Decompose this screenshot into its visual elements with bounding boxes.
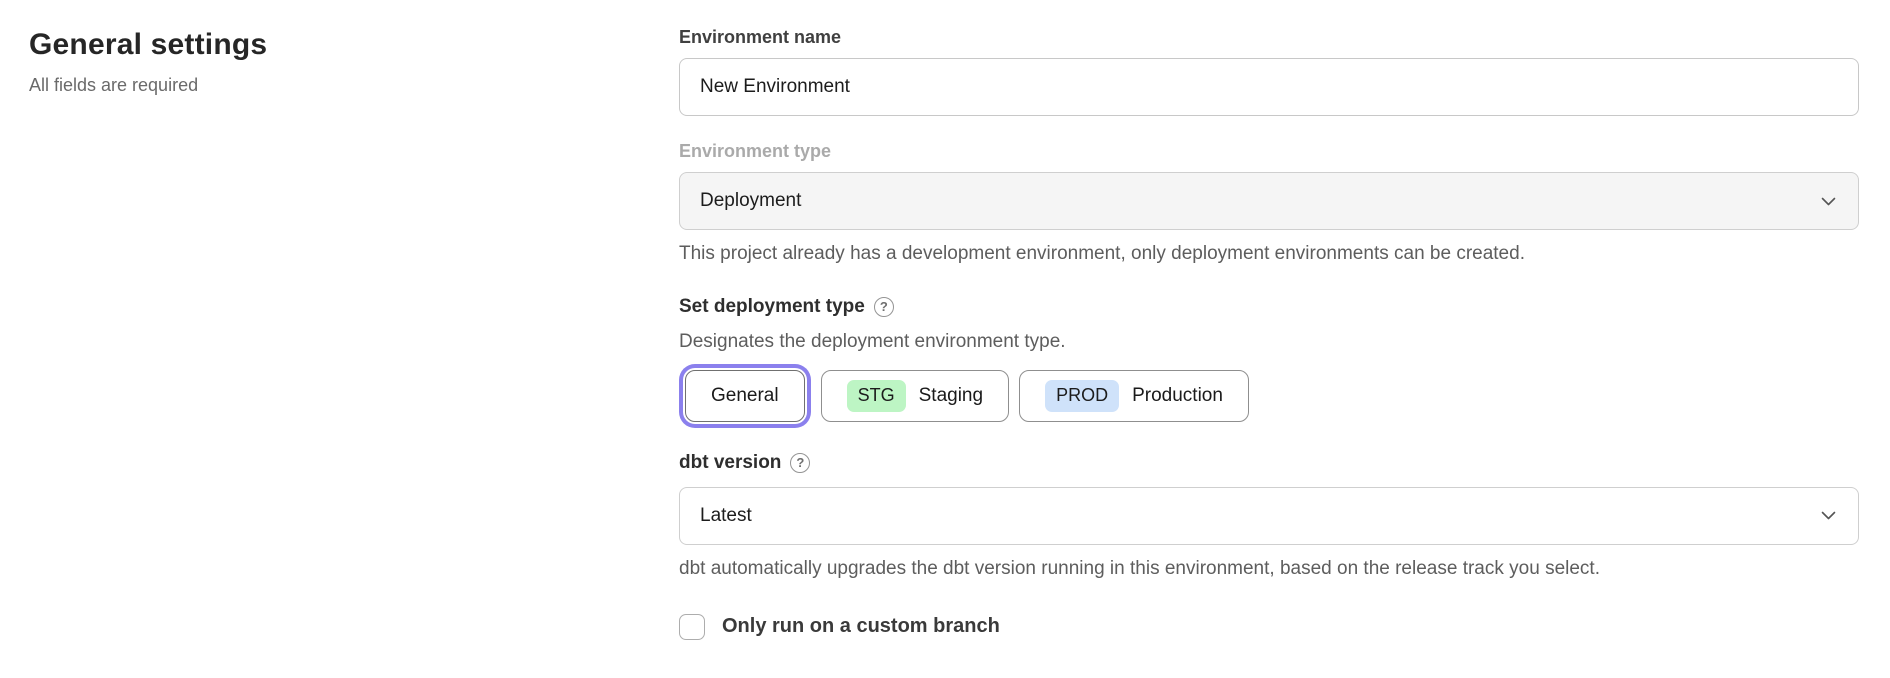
environment-name-input[interactable] xyxy=(679,58,1859,116)
custom-branch-checkbox[interactable] xyxy=(679,613,705,640)
chevron-down-icon xyxy=(1821,197,1836,206)
help-circle-icon[interactable]: ? xyxy=(873,296,894,317)
dbt-version-label-text: dbt version xyxy=(679,451,782,473)
deployment-type-production-button[interactable]: PROD Production xyxy=(1019,369,1249,422)
custom-branch-label: Only run on a custom branch xyxy=(722,615,1000,637)
environment-name-label: Environment name xyxy=(679,27,842,47)
deployment-type-staging-label: Staging xyxy=(918,384,984,406)
dbt-version-section-label: dbt version ? xyxy=(679,452,1859,474)
environment-type-value: Deployment xyxy=(700,190,802,211)
settings-header: General settings All fields are required xyxy=(29,28,267,96)
custom-branch-row: Only run on a custom branch xyxy=(679,613,1859,640)
dbt-version-value: Latest xyxy=(700,504,752,526)
deployment-type-general-label: General xyxy=(711,384,779,406)
staging-badge: STG xyxy=(846,379,906,412)
environment-type-label: Environment type xyxy=(679,141,832,161)
deployment-type-description: Designates the deployment environment ty… xyxy=(679,330,1066,352)
deployment-type-label-text: Set deployment type xyxy=(679,295,865,317)
environment-type-helper: This project already has a development e… xyxy=(679,243,1525,264)
environment-type-select: Deployment xyxy=(679,172,1859,230)
dbt-version-select[interactable]: Latest xyxy=(679,486,1859,545)
deployment-type-general-button[interactable]: General xyxy=(685,369,805,422)
page-title: General settings xyxy=(29,28,268,61)
page-subtitle: All fields are required xyxy=(29,75,199,95)
deployment-type-production-label: Production xyxy=(1132,384,1223,406)
deployment-type-staging-button[interactable]: STG Staging xyxy=(820,369,1010,422)
deployment-type-options: General STG Staging PROD Production xyxy=(679,369,1859,422)
chevron-down-icon xyxy=(1821,511,1836,520)
production-badge: PROD xyxy=(1045,379,1120,412)
deployment-type-section-label: Set deployment type ? xyxy=(679,296,1859,318)
help-circle-icon[interactable]: ? xyxy=(790,452,811,473)
environment-settings-form: Environment name Environment type Deploy… xyxy=(679,27,1859,640)
dbt-version-helper: dbt automatically upgrades the dbt versi… xyxy=(679,557,1600,579)
